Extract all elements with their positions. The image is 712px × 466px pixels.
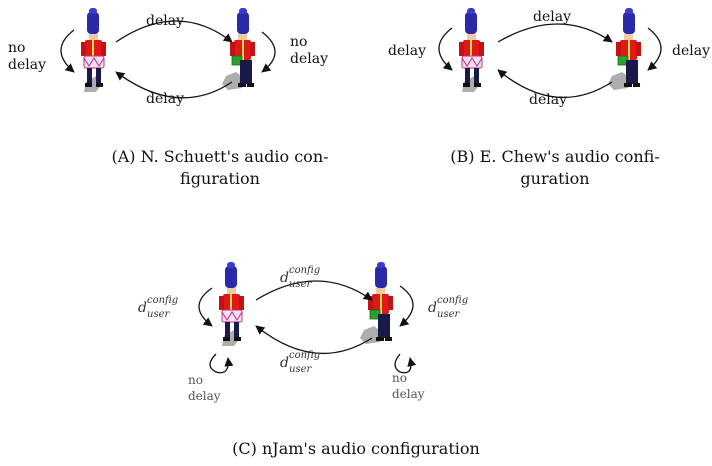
label-left-math: d config user bbox=[138, 295, 178, 320]
caption-c-text: nJam's audio configuration bbox=[261, 439, 480, 458]
caption-a-tag: (A) bbox=[111, 147, 136, 166]
caption-a-line1: N. Schuett's audio con- bbox=[140, 147, 329, 166]
label-top: delay bbox=[533, 9, 571, 25]
caption-a: (A) N. Schuett's audio con- figuration bbox=[70, 146, 370, 190]
caption-b-line2: guration bbox=[520, 169, 590, 188]
label-top: delay bbox=[146, 13, 184, 29]
label-bottom: delay bbox=[529, 92, 567, 108]
svg-text:config: config bbox=[147, 295, 178, 306]
svg-text:d: d bbox=[280, 270, 289, 286]
caption-b: (B) E. Chew's audio confi- guration bbox=[410, 146, 700, 190]
svg-text:config: config bbox=[289, 350, 320, 361]
label-bottom-math: d config user bbox=[280, 350, 320, 375]
arrow-top bbox=[115, 20, 233, 43]
caption-c: (C) nJam's audio configuration bbox=[160, 438, 552, 460]
soldier-drum-icon bbox=[458, 7, 485, 93]
svg-text:user: user bbox=[289, 279, 312, 290]
svg-text:d: d bbox=[138, 300, 147, 316]
label-left-1: no bbox=[8, 40, 25, 56]
label-right-nodelay-1: no bbox=[392, 371, 407, 385]
label-right-2: delay bbox=[290, 51, 328, 67]
self-loop-right bbox=[399, 285, 414, 327]
panel-b: delay delay delay delay bbox=[388, 7, 710, 108]
soldier-gift-icon bbox=[221, 7, 256, 91]
self-loop-right-bottom bbox=[394, 353, 417, 374]
svg-text:config: config bbox=[289, 265, 320, 276]
label-right-nodelay-2: delay bbox=[392, 387, 425, 401]
panel-a: delay delay no delay no delay bbox=[8, 7, 328, 107]
svg-text:user: user bbox=[147, 309, 170, 320]
caption-b-line1: E. Chew's audio confi- bbox=[479, 147, 660, 166]
label-right: delay bbox=[672, 43, 710, 59]
label-right-math: d config user bbox=[428, 295, 468, 320]
svg-text:d: d bbox=[428, 300, 437, 316]
self-loop-left bbox=[198, 287, 213, 327]
arrow-bottom bbox=[115, 71, 233, 99]
soldier-gift-icon bbox=[359, 261, 394, 345]
soldier-drum-icon bbox=[218, 261, 245, 347]
arrow-top bbox=[255, 280, 373, 301]
panel-c: d config user d config user d config use… bbox=[138, 261, 468, 403]
label-left: delay bbox=[388, 43, 426, 59]
self-loop-left-bottom bbox=[209, 353, 234, 374]
svg-text:user: user bbox=[289, 364, 312, 375]
self-loop-right bbox=[647, 27, 662, 71]
svg-text:config: config bbox=[437, 295, 468, 306]
label-left-nodelay-1: no bbox=[188, 373, 203, 387]
soldier-drum-icon bbox=[80, 7, 107, 93]
caption-a-line2: figuration bbox=[180, 169, 260, 188]
self-loop-right bbox=[261, 31, 276, 73]
arrow-bottom bbox=[255, 325, 373, 355]
arrow-top bbox=[497, 23, 613, 43]
self-loop-left bbox=[438, 27, 453, 71]
caption-b-tag: (B) bbox=[450, 147, 475, 166]
arrow-bottom bbox=[497, 69, 613, 99]
label-bottom: delay bbox=[146, 91, 184, 107]
svg-text:d: d bbox=[280, 355, 289, 371]
caption-c-tag: (C) bbox=[232, 439, 257, 458]
label-top-math: d config user bbox=[280, 265, 320, 290]
label-right-1: no bbox=[290, 34, 307, 50]
label-left-nodelay-2: delay bbox=[188, 389, 221, 403]
soldier-gift-icon bbox=[607, 7, 642, 91]
self-loop-left bbox=[60, 29, 75, 73]
svg-text:user: user bbox=[437, 309, 460, 320]
label-left-2: delay bbox=[8, 57, 46, 73]
